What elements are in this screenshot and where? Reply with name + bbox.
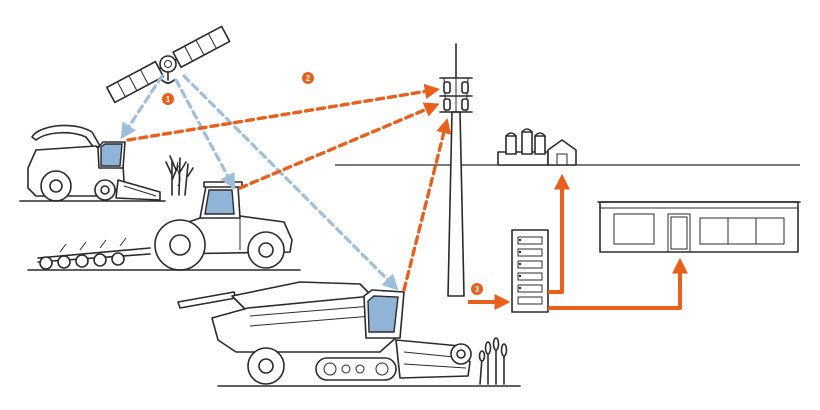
data-transfer-links bbox=[468, 173, 688, 310]
crop-plants-icon bbox=[165, 155, 194, 196]
tractor-to-tower-link bbox=[238, 102, 440, 190]
office-building-icon bbox=[597, 201, 801, 253]
server-rack-icon bbox=[511, 229, 549, 313]
tractor-with-tillage-implement-icon bbox=[27, 181, 301, 271]
farmstead-silos-icon bbox=[497, 128, 577, 166]
server-to-office-link bbox=[548, 257, 688, 310]
satellite-to-tractor-link bbox=[174, 78, 236, 190]
crop-plants-icon bbox=[478, 337, 508, 385]
svg-text:1: 1 bbox=[166, 95, 171, 104]
satellite-links bbox=[120, 74, 399, 291]
cell-tower-icon bbox=[439, 43, 473, 297]
combine-harvester-icon bbox=[177, 281, 521, 387]
forage-harvester-icon bbox=[19, 124, 166, 202]
satellite-to-forage-harvester-link bbox=[120, 74, 164, 140]
svg-text:3: 3 bbox=[475, 285, 480, 294]
step-badge-3: 3 bbox=[471, 283, 483, 295]
combine-to-tower-link bbox=[402, 118, 452, 292]
cellular-links bbox=[126, 83, 452, 292]
step-badge-2: 2 bbox=[302, 72, 314, 84]
step-badge-1: 1 bbox=[162, 93, 174, 105]
satellite-icon bbox=[106, 25, 231, 104]
svg-text:2: 2 bbox=[306, 74, 311, 83]
satellite-to-combine-link bbox=[182, 74, 399, 291]
server-to-farmstead-link bbox=[548, 173, 570, 294]
forage-harvester-to-tower-link bbox=[126, 83, 441, 142]
